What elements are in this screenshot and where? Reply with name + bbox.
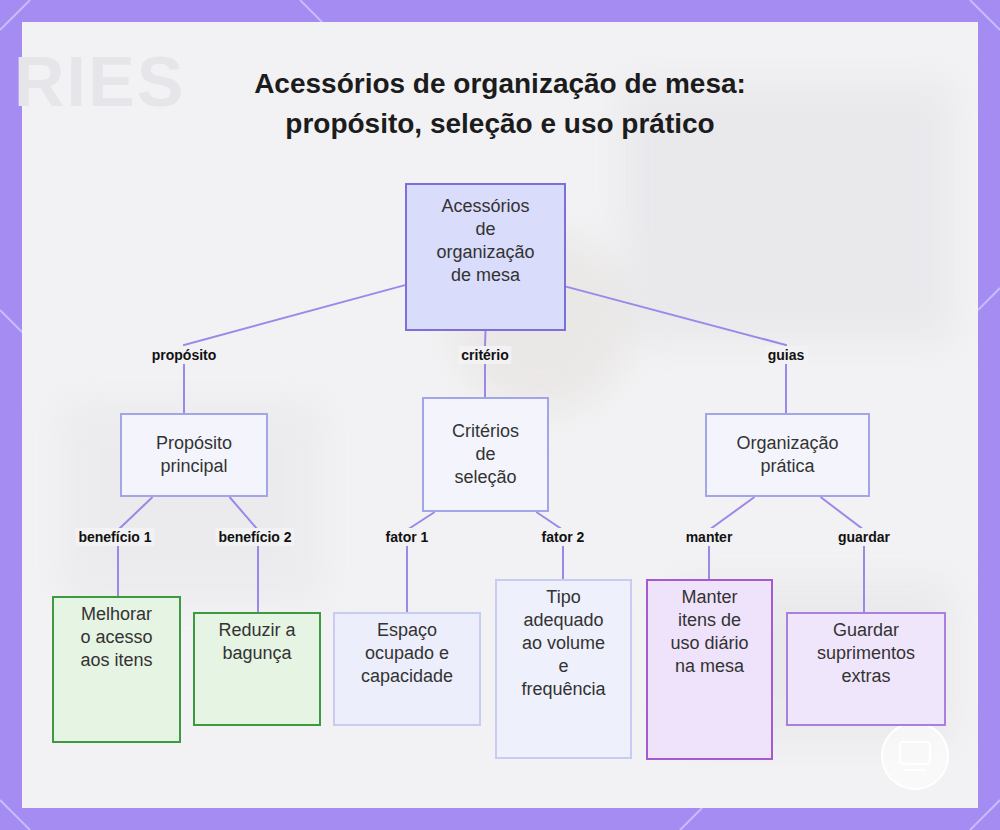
node-text: Melhorar o acesso aos itens bbox=[74, 603, 160, 672]
edge-label: manter bbox=[683, 528, 736, 546]
connector-line bbox=[821, 497, 865, 612]
connector-line bbox=[407, 512, 435, 612]
diagram-title: Acessórios de organização de mesa: propó… bbox=[230, 64, 770, 144]
edge-label: guias bbox=[765, 346, 808, 364]
node-text: Propósito principal bbox=[139, 432, 249, 478]
edge-label: benefício 1 bbox=[75, 528, 154, 546]
edge-label: guardar bbox=[835, 528, 893, 546]
edge-label: fator 2 bbox=[539, 528, 588, 546]
concept-box: Espaço ocupado e capacidade bbox=[333, 612, 481, 726]
concept-box: Tipo adequado ao volume e frequência bbox=[495, 579, 632, 759]
edge-label: critério bbox=[458, 346, 511, 364]
connector-line bbox=[118, 497, 153, 596]
connector-line bbox=[566, 287, 786, 413]
concept-box: Manter itens de uso diário na mesa bbox=[646, 579, 773, 760]
concept-box: Melhorar o acesso aos itens bbox=[52, 596, 181, 743]
edge-label: fator 1 bbox=[383, 528, 432, 546]
node-text: Acessórios de organização de mesa bbox=[433, 195, 538, 287]
node-text: Organização prática bbox=[728, 432, 848, 478]
concept-box: Acessórios de organização de mesa bbox=[405, 183, 566, 331]
concept-box: Critérios de seleção bbox=[422, 397, 549, 512]
edge-label: benefício 2 bbox=[215, 528, 294, 546]
edge-label: propósito bbox=[149, 346, 220, 364]
concept-box: Guardar suprimentos extras bbox=[786, 612, 946, 726]
connector-line bbox=[484, 331, 487, 397]
concept-box: Propósito principal bbox=[120, 413, 268, 497]
watermark: RIES bbox=[14, 42, 185, 122]
node-text: Tipo adequado ao volume e frequência bbox=[520, 586, 608, 701]
node-text: Reduzir a bagunça bbox=[207, 619, 307, 665]
concept-box: Reduzir a bagunça bbox=[193, 612, 321, 726]
node-text: Guardar suprimentos extras bbox=[814, 619, 919, 688]
node-text: Espaço ocupado e capacidade bbox=[360, 619, 455, 688]
connector-line bbox=[230, 497, 258, 612]
concept-box: Organização prática bbox=[705, 413, 870, 497]
node-text: Manter itens de uso diário na mesa bbox=[662, 586, 757, 678]
node-text: Critérios de seleção bbox=[446, 420, 526, 489]
